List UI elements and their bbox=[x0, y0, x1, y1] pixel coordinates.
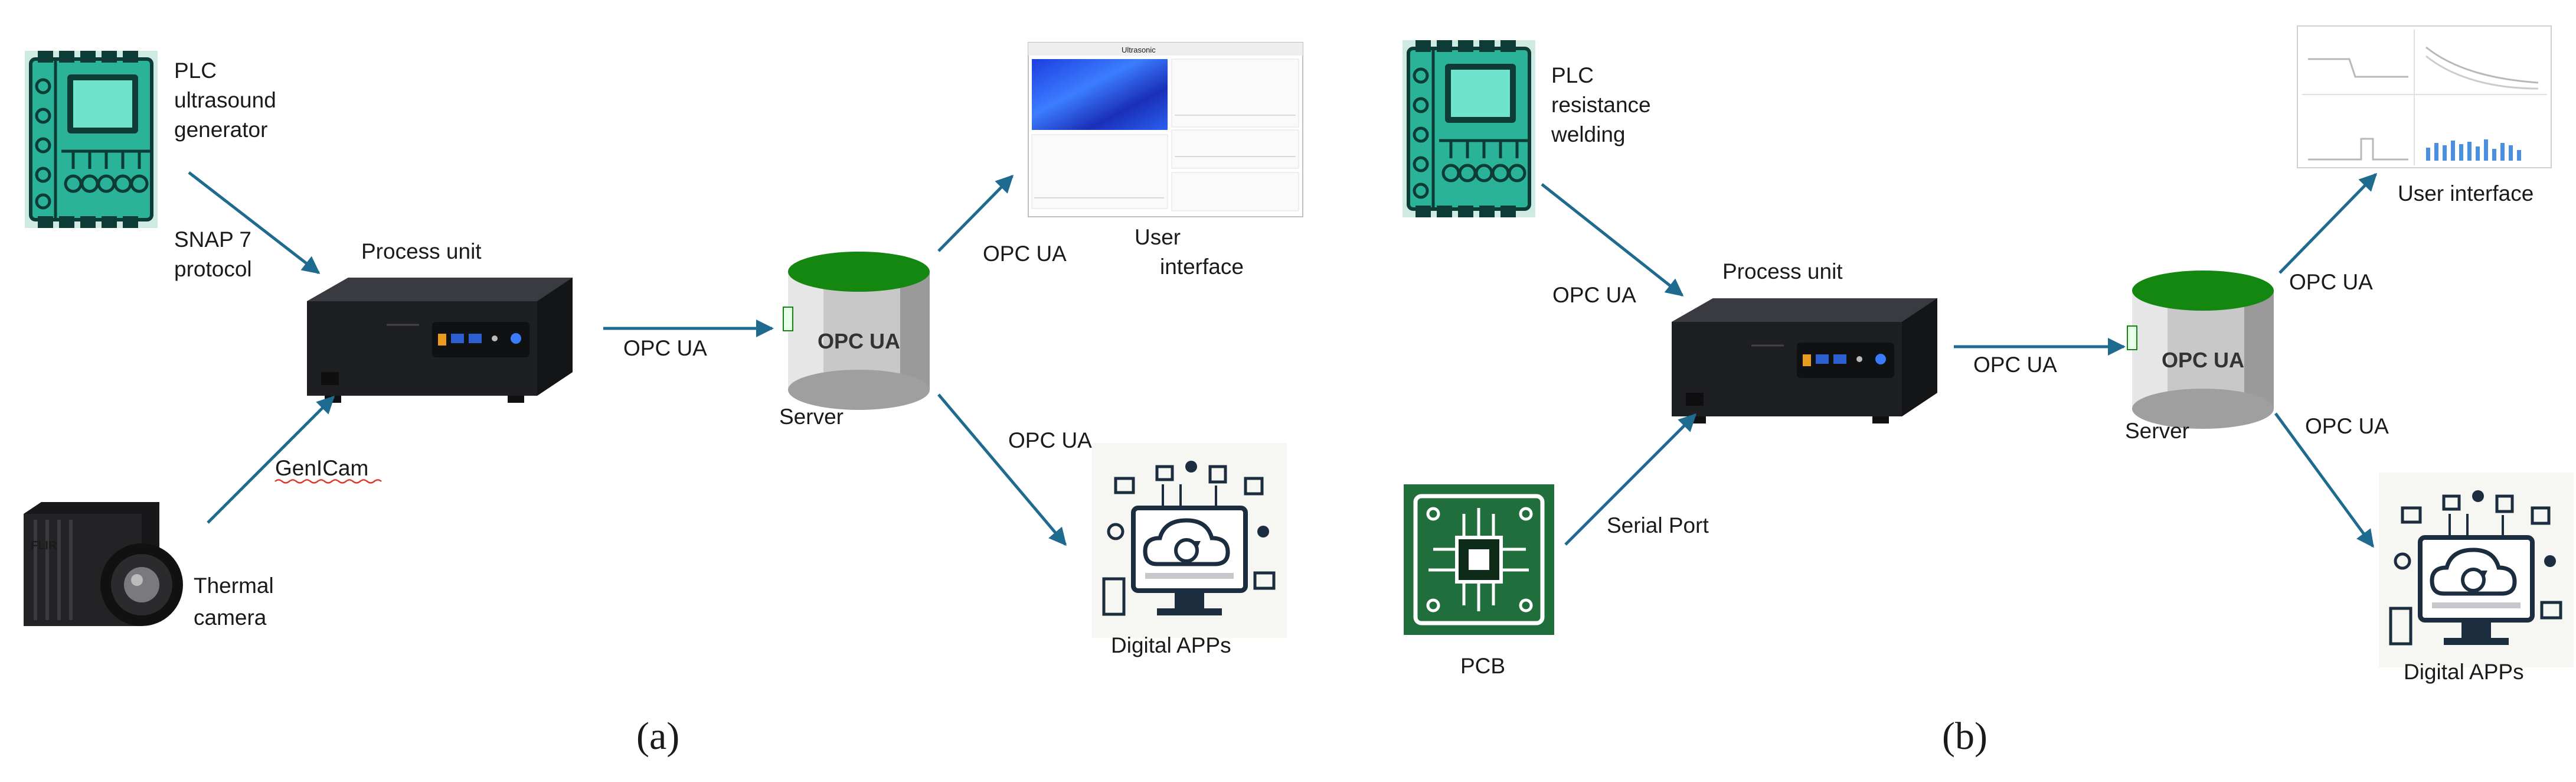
process-unit-label: Process unit bbox=[1722, 259, 1843, 284]
user-interface-screenshot: Ultrasonic bbox=[1028, 42, 1303, 217]
arrow-camera-to-process bbox=[207, 395, 335, 524]
server-db-icon: OPC UA bbox=[2127, 270, 2274, 429]
user-interface-screenshot bbox=[2297, 25, 2552, 168]
ui-screenshot-bar bbox=[2426, 148, 2430, 161]
ui-screenshot-bar bbox=[2434, 143, 2438, 161]
camera-brand: FLIR bbox=[31, 539, 57, 552]
plc-label-line2: resistance bbox=[1551, 93, 1651, 117]
ui-label-line2: interface bbox=[1160, 255, 1244, 279]
process-unit-pc-icon bbox=[1671, 297, 1938, 425]
apps-label: Digital APPs bbox=[2404, 660, 2524, 684]
panel-b: PLC resistance welding OPC UA Process un… bbox=[1403, 25, 2574, 758]
panel-a: PLC ultrasound generator SNAP 7 protocol… bbox=[24, 42, 1303, 758]
server-label: Server bbox=[779, 405, 844, 429]
ui-screenshot-bar bbox=[2459, 144, 2463, 161]
link-apps-label: OPC UA bbox=[2305, 414, 2389, 438]
digital-apps-icon bbox=[2379, 473, 2574, 667]
ui-screenshot-title: Ultrasonic bbox=[1122, 45, 1156, 54]
server-label: Server bbox=[2125, 419, 2189, 443]
plc-icon bbox=[1403, 40, 1535, 217]
ui-screenshot-bar bbox=[2509, 145, 2513, 161]
ui-screenshot-bar bbox=[2517, 150, 2521, 161]
plc-label-line2: ultrasound bbox=[174, 88, 276, 112]
thermal-label-line1: Thermal bbox=[194, 574, 274, 598]
ui-screenshot-bar bbox=[2500, 143, 2505, 161]
link-ui-label: OPC UA bbox=[2289, 270, 2373, 294]
pcb-icon bbox=[1404, 484, 1554, 635]
link-ui-label: OPC UA bbox=[983, 242, 1067, 266]
ui-screenshot-bar bbox=[2492, 149, 2496, 161]
arrow-pcb-to-process bbox=[1564, 413, 1697, 546]
server-db-text: OPC UA bbox=[818, 329, 900, 353]
process-unit-label: Process unit bbox=[361, 239, 482, 263]
genicam-label: GenICam bbox=[275, 456, 368, 480]
arrow-server-to-apps bbox=[2274, 412, 2375, 548]
ui-screenshot-bar bbox=[2443, 145, 2447, 161]
snap-label-line2: protocol bbox=[174, 257, 252, 281]
ui-screenshot-bar bbox=[2451, 141, 2455, 161]
digital-apps-icon bbox=[1092, 443, 1287, 638]
snap-label-line1: SNAP 7 bbox=[174, 227, 251, 252]
plc-label-line1: PLC bbox=[174, 58, 217, 83]
spellcheck-underline bbox=[274, 479, 382, 484]
arrow-server-to-apps bbox=[937, 393, 1067, 546]
ui-screenshot-bar bbox=[2484, 139, 2488, 161]
arrow-server-to-ui bbox=[2278, 172, 2378, 274]
server-db-text: OPC UA bbox=[2162, 348, 2244, 372]
ui-label-line1: User bbox=[1135, 225, 1181, 249]
link-server-label: OPC UA bbox=[1973, 353, 2057, 377]
ui-screenshot-bar bbox=[2476, 146, 2480, 161]
serial-label: Serial Port bbox=[1607, 513, 1709, 537]
server-db-icon: OPC UA bbox=[783, 251, 930, 410]
process-unit-pc-icon bbox=[306, 276, 574, 404]
arrow-plc-to-process bbox=[188, 171, 321, 274]
panel-a-caption: (a) bbox=[636, 715, 679, 758]
thermal-camera-icon: FLIR bbox=[24, 502, 183, 626]
link-apps-label: OPC UA bbox=[1008, 428, 1092, 452]
apps-label: Digital APPs bbox=[1111, 633, 1231, 657]
link-server-label: OPC UA bbox=[623, 336, 707, 360]
plc-label-line3: welding bbox=[1551, 122, 1625, 146]
plc-link-label: OPC UA bbox=[1552, 283, 1636, 307]
plc-label-line3: generator bbox=[174, 118, 267, 142]
pcb-label: PCB bbox=[1460, 654, 1505, 678]
ui-label: User interface bbox=[2398, 181, 2533, 206]
panel-b-caption: (b) bbox=[1942, 715, 1987, 758]
ui-screenshot-bar bbox=[2467, 142, 2472, 161]
plc-label-line1: PLC bbox=[1551, 63, 1594, 87]
thermal-label-line2: camera bbox=[194, 605, 267, 630]
arrow-server-to-ui bbox=[937, 174, 1014, 252]
plc-icon bbox=[25, 51, 158, 228]
arrow-plc-to-process bbox=[1541, 183, 1684, 296]
